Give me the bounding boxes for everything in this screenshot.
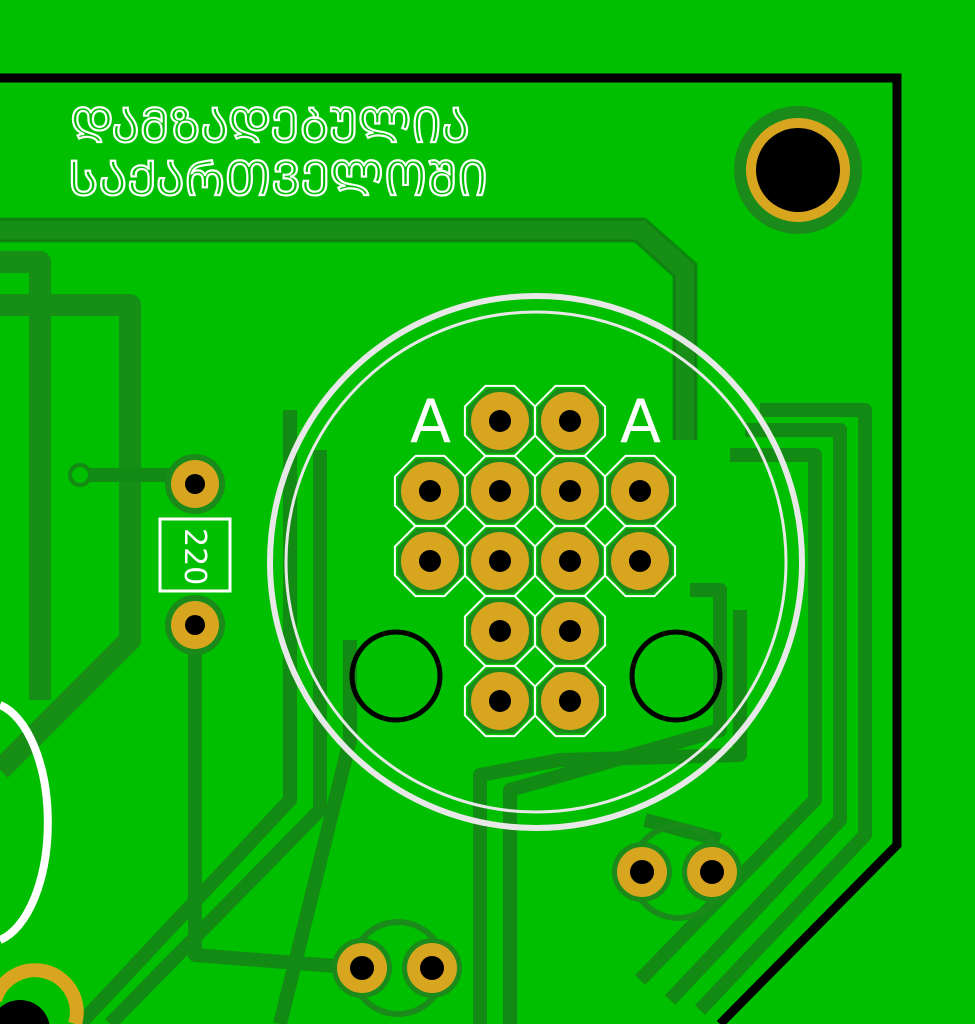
drill-hole (700, 860, 724, 884)
drill-hole (559, 550, 581, 572)
drill-hole (629, 550, 651, 572)
drill-hole (559, 690, 581, 712)
trace (0, 219, 696, 440)
connector-outline-outer (267, 293, 805, 831)
resistor-value-label: 220 (177, 528, 212, 585)
drill-hole (350, 956, 374, 980)
pad-silk-outline (393, 524, 467, 598)
connector-marker-right: A (620, 387, 661, 457)
trace (0, 251, 51, 700)
drill-hole (185, 474, 205, 494)
drill-hole (559, 620, 581, 642)
silkscreen-label-line1: ᲓᲐᲛᲖᲐᲓᲔᲑᲣᲚᲘᲐ (70, 98, 470, 154)
trace (694, 403, 872, 1015)
trace (105, 450, 327, 1024)
connector-pad-array (393, 384, 677, 738)
connector-marker-left: A (410, 387, 451, 457)
drill-hole (419, 550, 441, 572)
drill-hole (489, 410, 511, 432)
pad-silk-outline (463, 664, 537, 738)
drill-hole (489, 550, 511, 572)
connector-key-hole-left (349, 629, 443, 723)
trace (664, 423, 847, 1005)
drill-hole (629, 480, 651, 502)
resistor-footprint: 220 (68, 454, 232, 655)
two-pin-header-right (612, 823, 742, 921)
drill-hole (630, 860, 654, 884)
drill-hole (559, 480, 581, 502)
pad-silk-outline (533, 664, 607, 738)
mounting-hole (734, 106, 862, 234)
drill-hole (420, 956, 444, 980)
resistor-silk-box (158, 517, 232, 593)
trace (188, 625, 361, 975)
silkscreen-label-line2: ᲡᲐᲥᲐᲠᲗᲕᲔᲚᲝᲨᲘ (68, 151, 488, 207)
drill-hole (559, 410, 581, 432)
via (68, 463, 92, 487)
pad-ring-partial (0, 963, 84, 1024)
silkscreen-outline-left (0, 701, 52, 944)
drill-hole (489, 620, 511, 642)
board-edge-outline (0, 73, 902, 1024)
pad-silk-outline (603, 524, 677, 598)
drill-hole (489, 480, 511, 502)
mounting-hole-partial (0, 1000, 50, 1024)
connector-outline-inner (284, 310, 788, 814)
drill-hole (185, 615, 205, 635)
two-pin-header-bottom (332, 919, 462, 1017)
trace (74, 410, 297, 1024)
connector-key-hole-right (629, 629, 723, 723)
drill-hole (489, 690, 511, 712)
drill-hole (419, 480, 441, 502)
